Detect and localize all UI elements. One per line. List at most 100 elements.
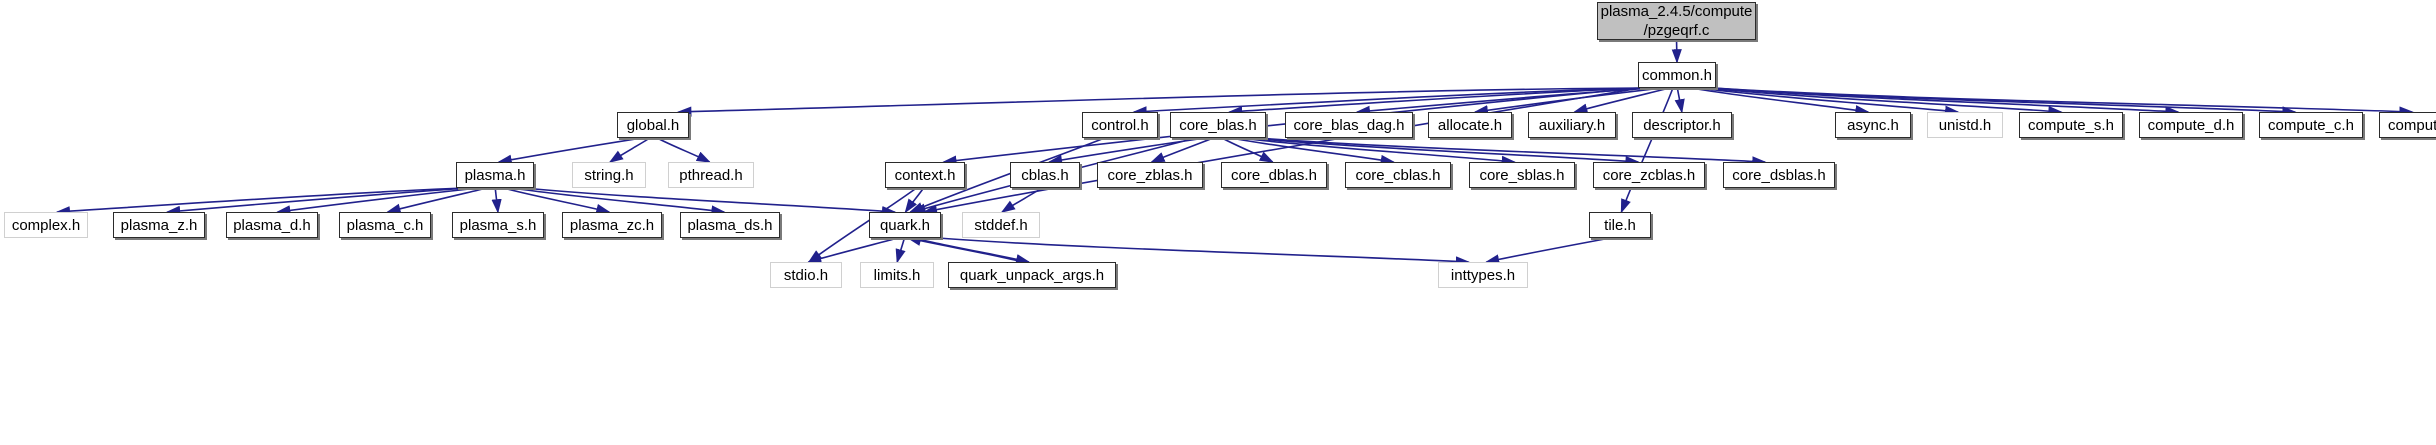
- graph-edge-plasma-to-plasma_s: [491, 187, 502, 214]
- graph-node-control[interactable]: control.h: [1082, 112, 1158, 138]
- graph-node-quark[interactable]: quark.h: [869, 212, 941, 238]
- graph-node-string[interactable]: string.h: [572, 162, 646, 188]
- graph-node-label: plasma.h: [464, 166, 526, 184]
- graph-node-label: context.h: [894, 166, 956, 184]
- graph-edge-core_blas-to-cblas: [1047, 137, 1206, 165]
- graph-edge-common-to-global: [677, 87, 1642, 117]
- graph-node-label: common.h: [1641, 66, 1713, 84]
- graph-edge-core_blas-to-core_sblas: [1239, 137, 1516, 166]
- graph-node-label: string.h: [584, 166, 634, 184]
- graph-node-descriptor[interactable]: descriptor.h: [1632, 112, 1732, 138]
- graph-node-limits[interactable]: limits.h: [860, 262, 934, 288]
- graph-node-label: cblas.h: [1021, 166, 1069, 184]
- graph-node-compute_s[interactable]: compute_s.h: [2019, 112, 2123, 138]
- graph-node-core_cblas[interactable]: core_cblas.h: [1345, 162, 1451, 188]
- graph-node-label: limits.h: [873, 266, 921, 284]
- graph-edge-global-to-pthread: [656, 137, 711, 163]
- graph-node-root[interactable]: plasma_2.4.5/compute /pzgeqrf.c: [1597, 2, 1756, 40]
- graph-node-cblas[interactable]: cblas.h: [1010, 162, 1080, 188]
- graph-node-context[interactable]: context.h: [885, 162, 965, 188]
- graph-node-label: core_zcblas.h: [1602, 166, 1696, 184]
- graph-node-plasma[interactable]: plasma.h: [456, 162, 534, 188]
- graph-edge-global-to-string: [608, 137, 651, 163]
- graph-edge-core_blas-to-core_zblas: [1150, 137, 1214, 163]
- graph-node-label: stddef.h: [974, 216, 1028, 234]
- graph-node-core_zblas[interactable]: core_zblas.h: [1097, 162, 1203, 188]
- graph-node-unistd[interactable]: unistd.h: [1927, 112, 2003, 138]
- graph-node-core_blas[interactable]: core_blas.h: [1170, 112, 1266, 138]
- graph-node-label: inttypes.h: [1450, 266, 1516, 284]
- graph-node-label: plasma_s.h: [459, 216, 537, 234]
- graph-node-label: plasma_c.h: [346, 216, 424, 234]
- graph-edge-common-to-core_blas: [1227, 87, 1645, 117]
- graph-node-label: plasma_ds.h: [687, 216, 773, 234]
- graph-node-auxiliary[interactable]: auxiliary.h: [1528, 112, 1616, 138]
- graph-edge-common-to-quark: [922, 87, 1642, 215]
- graph-node-core_sblas[interactable]: core_sblas.h: [1469, 162, 1575, 188]
- graph-node-label: descriptor.h: [1643, 116, 1721, 134]
- graph-node-label: plasma_2.4.5/compute /pzgeqrf.c: [1600, 3, 1753, 39]
- graph-node-label: stdio.h: [783, 266, 829, 284]
- graph-node-label: tile.h: [1604, 216, 1636, 234]
- graph-node-pthread[interactable]: pthread.h: [668, 162, 754, 188]
- graph-edge-plasma-to-plasma_ds: [511, 187, 726, 216]
- graph-edge-quark-to-stdio: [806, 237, 899, 264]
- graph-node-plasma_zc[interactable]: plasma_zc.h: [562, 212, 662, 238]
- graph-node-label: async.h: [1847, 116, 1899, 134]
- graph-edge-common-to-compute_c: [1712, 87, 2297, 117]
- graph-edge-plasma-to-complex: [55, 187, 463, 217]
- graph-edge-common-to-control: [1132, 87, 1642, 117]
- graph-node-label: quark_unpack_args.h: [959, 266, 1105, 284]
- graph-node-global[interactable]: global.h: [617, 112, 689, 138]
- graph-node-quark_unpack_args[interactable]: quark_unpack_args.h: [948, 262, 1116, 288]
- graph-edge-plasma-to-plasma_zc: [503, 187, 611, 214]
- graph-node-core_blas_dag[interactable]: core_blas_dag.h: [1285, 112, 1413, 138]
- graph-node-core_dblas[interactable]: core_dblas.h: [1221, 162, 1327, 188]
- graph-edge-core_blas-to-core_dsblas: [1258, 137, 1767, 167]
- graph-node-label: allocate.h: [1437, 116, 1503, 134]
- graph-node-plasma_ds[interactable]: plasma_ds.h: [680, 212, 780, 238]
- graph-edge-quark_unpack_args-to-quark: [906, 235, 1024, 263]
- graph-node-label: control.h: [1091, 116, 1149, 134]
- graph-node-common[interactable]: common.h: [1638, 62, 1716, 88]
- graph-edge-common-to-compute_d: [1712, 87, 2180, 117]
- graph-node-async[interactable]: async.h: [1835, 112, 1911, 138]
- graph-node-core_dsblas[interactable]: core_dsblas.h: [1723, 162, 1835, 188]
- graph-node-plasma_s[interactable]: plasma_s.h: [452, 212, 544, 238]
- graph-edge-quark-to-quark_unpack_args: [913, 237, 1031, 265]
- graph-node-compute_c[interactable]: compute_c.h: [2259, 112, 2363, 138]
- graph-node-stddef[interactable]: stddef.h: [962, 212, 1040, 238]
- graph-node-stdio[interactable]: stdio.h: [770, 262, 842, 288]
- graph-node-inttypes[interactable]: inttypes.h: [1438, 262, 1528, 288]
- graph-node-compute_z[interactable]: compute_z.h: [2379, 112, 2436, 138]
- graph-edge-common-to-async: [1690, 87, 1870, 116]
- graph-edge-common-to-allocate: [1473, 87, 1663, 116]
- graph-edge-common-to-tile: [1620, 87, 1674, 214]
- graph-node-compute_d[interactable]: compute_d.h: [2139, 112, 2243, 138]
- graph-node-core_zcblas[interactable]: core_zcblas.h: [1593, 162, 1705, 188]
- graph-node-plasma_c[interactable]: plasma_c.h: [339, 212, 431, 238]
- graph-edge-plasma-to-plasma_d: [275, 187, 480, 216]
- graph-node-allocate[interactable]: allocate.h: [1428, 112, 1512, 138]
- graph-node-label: pthread.h: [679, 166, 743, 184]
- graph-node-label: core_dsblas.h: [1732, 166, 1826, 184]
- graph-node-label: unistd.h: [1938, 116, 1992, 134]
- graph-node-label: compute_s.h: [2028, 116, 2114, 134]
- graph-edge-quark-to-inttypes: [937, 237, 1471, 267]
- graph-node-plasma_d[interactable]: plasma_d.h: [226, 212, 318, 238]
- graph-node-label: core_zblas.h: [1107, 166, 1193, 184]
- graph-edge-plasma-to-plasma_z: [165, 187, 472, 217]
- graph-edge-plasma-to-plasma_c: [386, 187, 488, 214]
- graph-node-label: plasma_z.h: [120, 216, 198, 234]
- graph-edge-common-to-unistd: [1697, 87, 1960, 116]
- graph-node-complex[interactable]: complex.h: [4, 212, 88, 238]
- graph-edge-common-to-compute_z: [1712, 87, 2414, 117]
- graph-node-label: core_blas_dag.h: [1293, 116, 1405, 134]
- graph-node-plasma_z[interactable]: plasma_z.h: [113, 212, 205, 238]
- graph-edge-global-to-plasma: [497, 137, 642, 165]
- graph-node-label: compute_c.h: [2268, 116, 2354, 134]
- graph-node-tile[interactable]: tile.h: [1589, 212, 1651, 238]
- graph-node-label: complex.h: [11, 216, 81, 234]
- graph-edge-plasma-to-quark: [524, 187, 897, 217]
- graph-edge-common-to-compute_s: [1705, 87, 2063, 117]
